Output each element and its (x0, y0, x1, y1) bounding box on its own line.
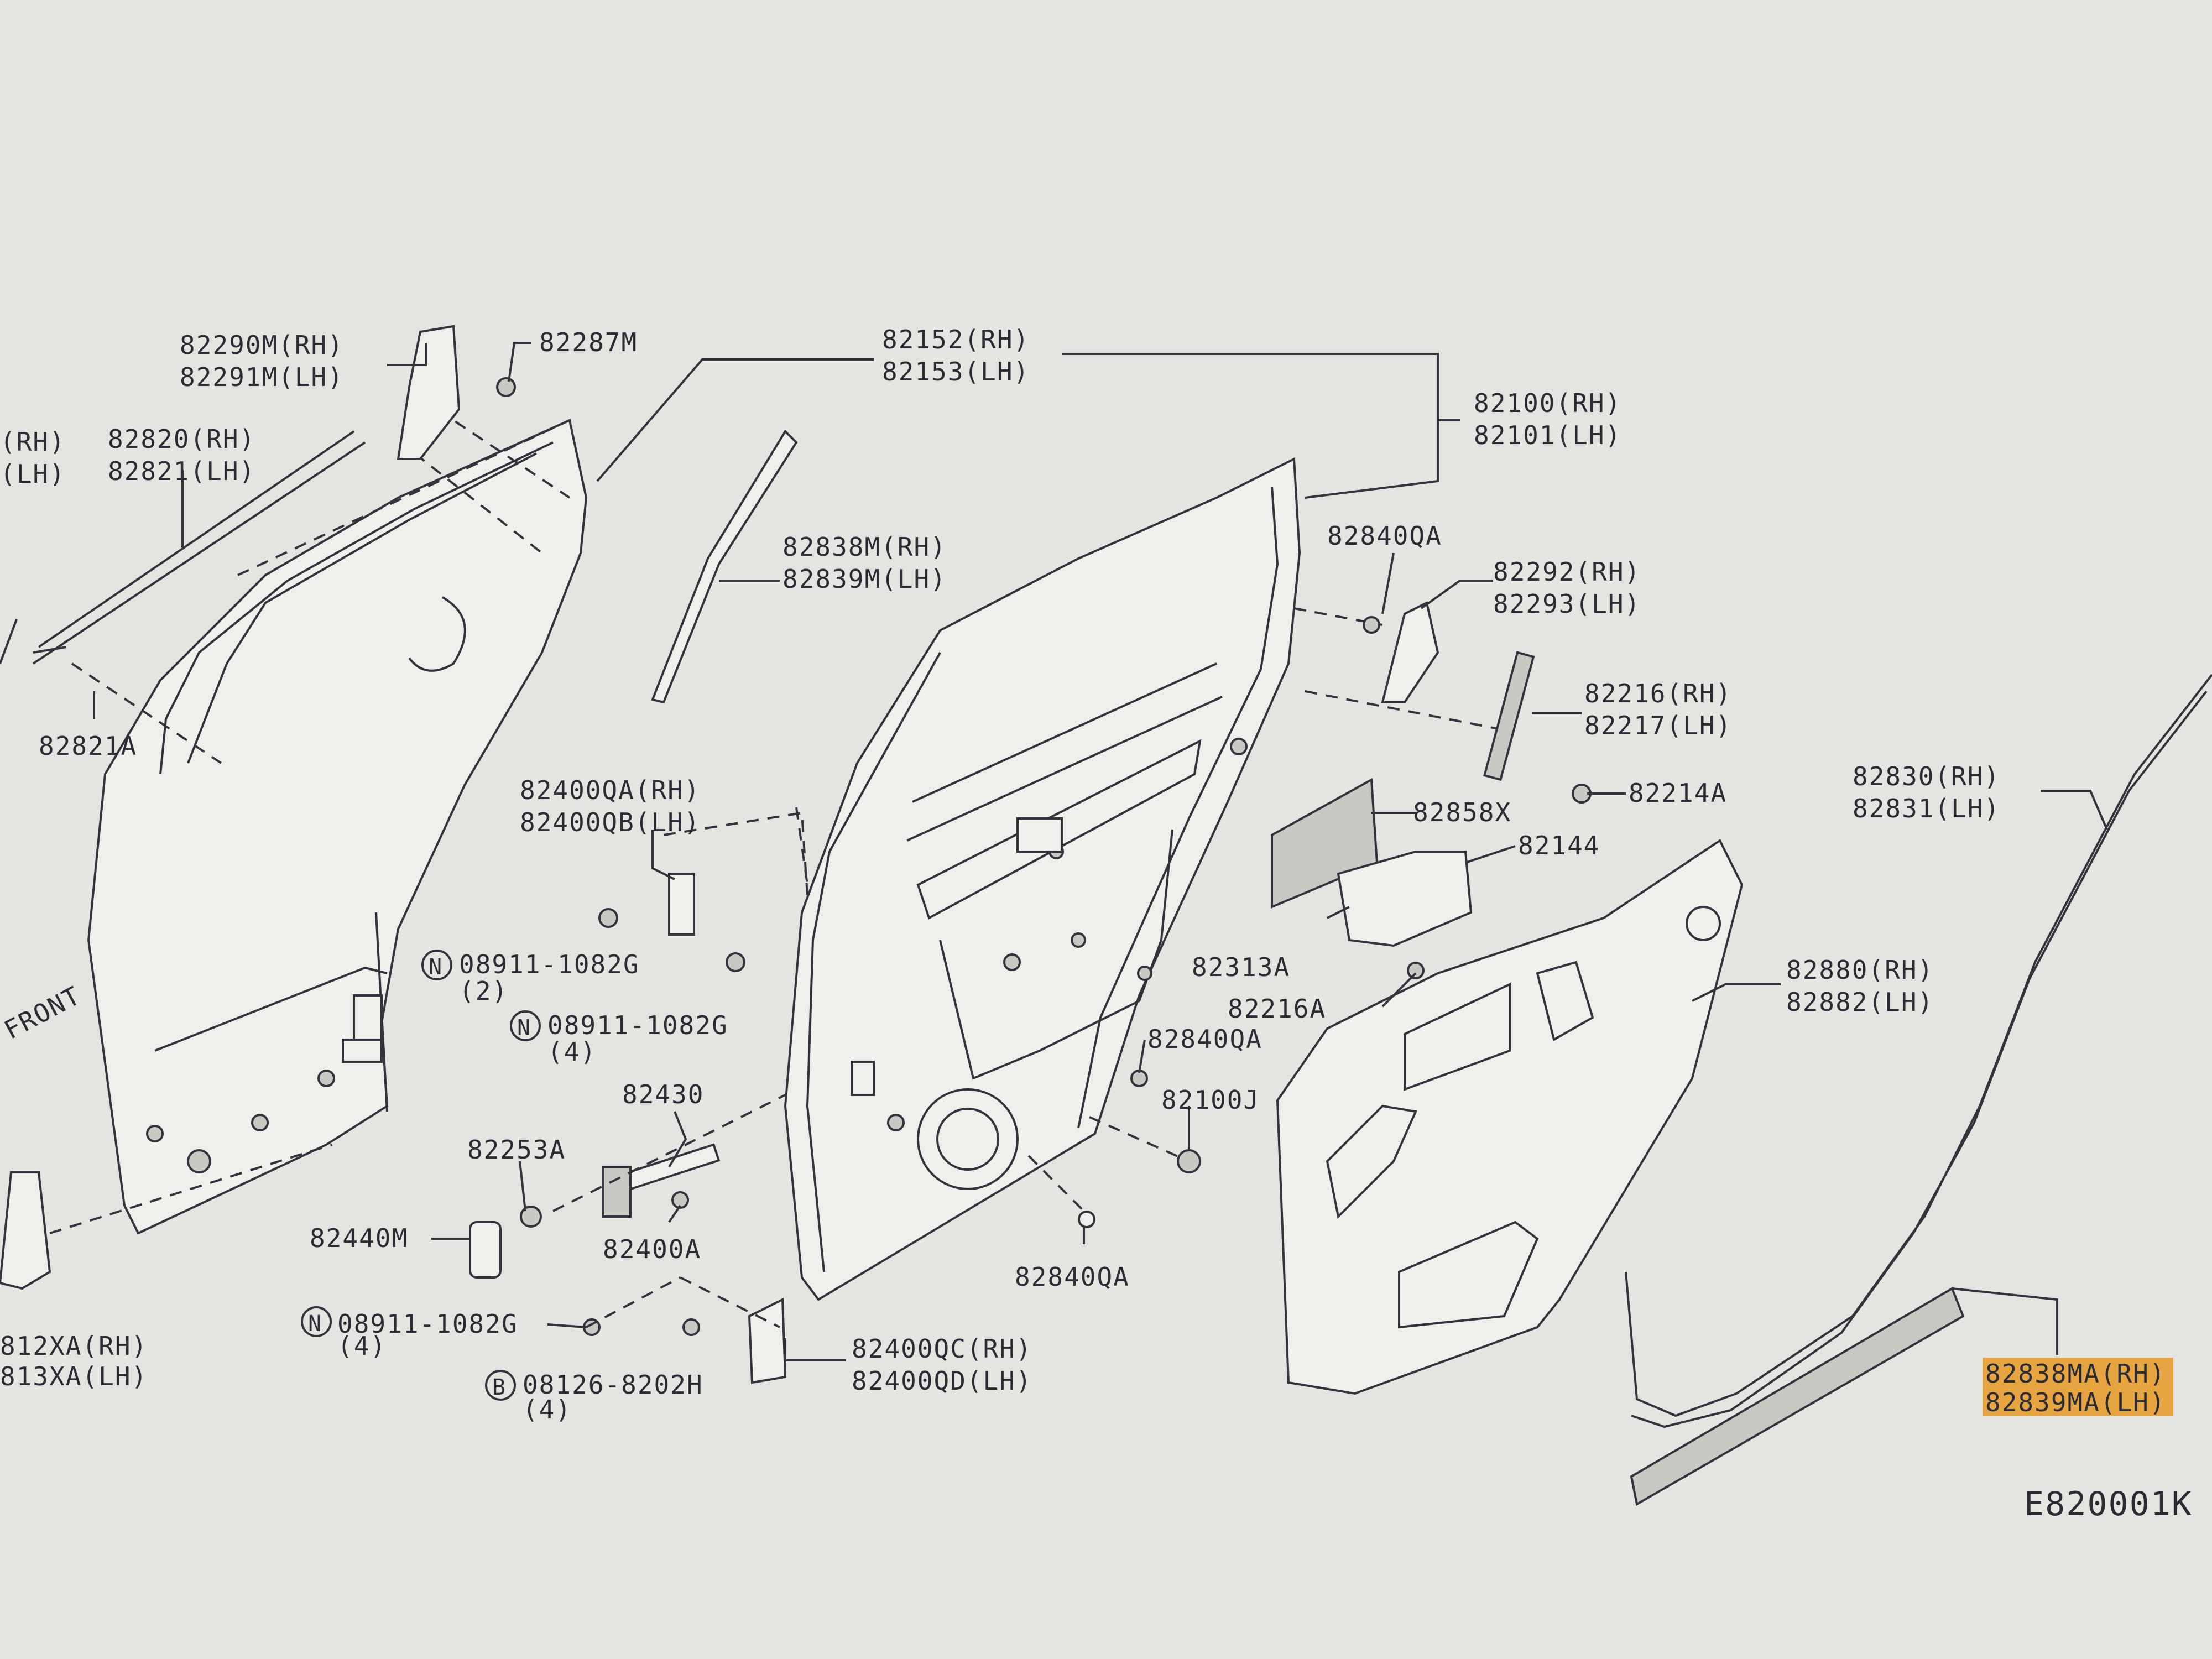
label-82101: 82101(LH) (1474, 420, 1621, 450)
svg-text:B: B (492, 1375, 507, 1400)
label-82858x: 82858X (1413, 797, 1511, 827)
label-813xa: 813XA(LH) (0, 1361, 148, 1391)
label-82100j: 82100J (1161, 1085, 1260, 1115)
label-82292: 82292(RH) (1493, 557, 1641, 587)
label-82291m: 82291M(LH) (180, 362, 344, 392)
label-82253a: 82253A (467, 1135, 566, 1165)
part-82840qa-clip-c (1078, 1211, 1095, 1228)
label-82400qd: 82400QD(LH) (852, 1366, 1032, 1396)
bolt-08911-a (598, 908, 618, 928)
label-82153: 82153(LH) (882, 357, 1030, 387)
part-82287m-fastener (496, 377, 516, 397)
label-82293: 82293(LH) (1493, 589, 1641, 619)
part-82400a-bolt (671, 1191, 689, 1209)
label-82882: 82882(LH) (1786, 987, 1934, 1017)
marker-n-a: N (421, 950, 452, 980)
highlight-box (1983, 1358, 2173, 1416)
label-82100: 82100(RH) (1474, 388, 1621, 418)
label-qty2: (2) (459, 976, 508, 1006)
part-82144-regulator (1337, 851, 1473, 947)
leader-lines (93, 342, 2108, 1361)
part-82838m-trim (651, 429, 798, 704)
hinge-dash-3 (663, 811, 808, 896)
part-82840qa-clip-b (1130, 1070, 1148, 1087)
hinge-dash-1 (586, 1276, 681, 1328)
part-82830-weatherstrip (1625, 674, 2212, 1428)
part-82880-trim-panel (1276, 839, 1744, 1395)
label-qty4-b: (4) (337, 1331, 387, 1361)
part-82100j-clip (1177, 1149, 1201, 1173)
svg-text:N: N (429, 954, 443, 980)
label-08911-a: 08911-1082G (459, 950, 640, 979)
label-qty4-c: (4) (523, 1395, 572, 1425)
label-front: FRONT (0, 980, 86, 1045)
bolt-08126 (682, 1318, 700, 1336)
label-82839ma: 82839MA(LH) (1985, 1387, 2166, 1417)
label-82839m: 82839M(LH) (782, 564, 947, 594)
label-82216a: 82216A (1228, 994, 1326, 1024)
label-qty4-a: (4) (547, 1037, 597, 1067)
label-82144: 82144 (1518, 831, 1600, 860)
label-82831: 82831(LH) (1853, 794, 2000, 823)
label-82840qa-b: 82840QA (1147, 1024, 1262, 1054)
part-82400qc-hinge (748, 1297, 787, 1384)
label-82830: 82830(RH) (1853, 761, 2000, 791)
label-82290m: 82290M(RH) (180, 330, 344, 360)
label-08126: 08126-8202H (523, 1370, 703, 1400)
marker-n-b: N (510, 1010, 541, 1041)
part-82440m-stopper (469, 1221, 502, 1279)
label-82821a: 82821A (39, 731, 137, 761)
label-82838ma: 82838MA(RH) (1985, 1359, 2166, 1389)
label-82214a: 82214A (1629, 778, 1727, 808)
figure-id: E820001K (2024, 1485, 2193, 1524)
front-door-illustration (0, 397, 588, 1290)
bolt-08911-b (726, 952, 745, 972)
label-82400a: 82400A (603, 1234, 701, 1264)
label-82400qb: 82400QB(LH) (520, 807, 701, 837)
label-82820: 82820(RH) (108, 424, 255, 454)
label-82287m: 82287M (539, 327, 638, 357)
label-82430: 82430 (622, 1079, 704, 1109)
label-82400qa: 82400QA(RH) (520, 775, 701, 805)
rear-door-shell (784, 457, 1505, 1301)
label-82400qc: 82400QC(RH) (852, 1334, 1032, 1364)
label-cut-lh: (LH) (0, 459, 66, 489)
label-82152: 82152(RH) (882, 325, 1030, 354)
label-cut-rh: (RH) (0, 427, 66, 457)
label-82838m: 82838M(RH) (782, 532, 947, 562)
hinge-dash-2 (680, 1276, 780, 1328)
svg-text:N: N (517, 1015, 531, 1041)
part-82216a-clip (1407, 962, 1425, 979)
marker-b: B (485, 1370, 516, 1401)
label-08911-c: 08911-1082G (337, 1309, 518, 1339)
part-82838ma-molding (1630, 1287, 1965, 1506)
label-82440m: 82440M (310, 1223, 408, 1253)
label-82880: 82880(RH) (1786, 955, 1934, 985)
label-82840qa-c: 82840QA (1015, 1262, 1130, 1292)
part-82430-body (602, 1166, 632, 1218)
part-82840qa-clip-a (1363, 616, 1380, 634)
label-08911-b: 08911-1082G (547, 1010, 728, 1040)
label-82821: 82821(LH) (108, 456, 255, 486)
label-82217: 82217(LH) (1584, 711, 1732, 740)
part-82400qa-hinge (668, 873, 695, 936)
label-82216: 82216(RH) (1584, 679, 1732, 708)
latch-dash-1 (552, 1094, 786, 1212)
label-82313a: 82313A (1192, 952, 1290, 982)
part-82253a-bolt (520, 1206, 542, 1228)
part-82292-cover (1381, 601, 1439, 703)
label-812xa: 812XA(RH) (0, 1331, 148, 1361)
part-82216-guide (1483, 651, 1535, 781)
svg-text:N: N (308, 1311, 322, 1337)
part-82290m-bracket (397, 325, 461, 460)
marker-n-c: N (301, 1306, 332, 1337)
label-82840qa-a: 82840QA (1327, 521, 1442, 551)
